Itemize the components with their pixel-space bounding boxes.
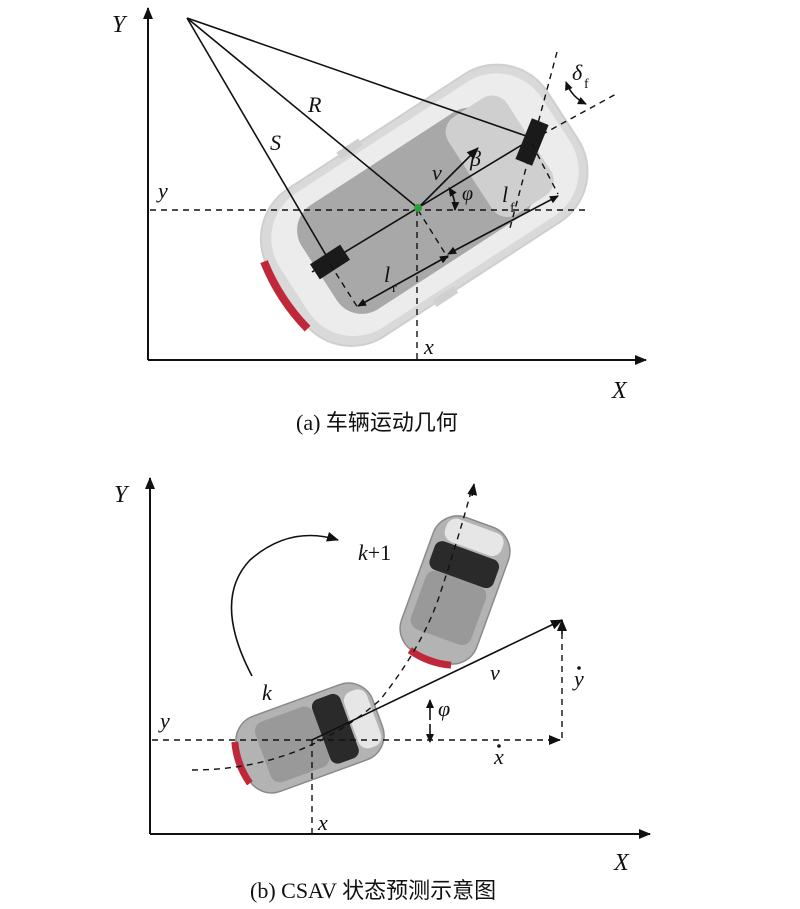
velocity-arrow-a (417, 147, 479, 209)
label-delta-sub: f (584, 77, 589, 92)
trajectory (191, 487, 473, 771)
label-beta: β (469, 146, 481, 171)
car-k (231, 682, 385, 794)
car-k1 (399, 515, 511, 669)
label-phi-b: φ (438, 696, 450, 721)
car-large (259, 63, 589, 347)
label-k1: k+1 (358, 540, 391, 565)
panel-a: Y X y x R S v β φ l f l r δ f (a) 车辆运动几何 (112, 7, 647, 435)
label-delta: δ (572, 60, 583, 85)
label-X-a: X (611, 378, 628, 404)
dim-tick-front (531, 143, 559, 195)
label-y-a: y (156, 178, 168, 203)
line-R (186, 17, 419, 209)
center-of-gravity (414, 204, 422, 212)
label-Y-a: Y (112, 12, 128, 38)
label-v-a: v (432, 160, 442, 185)
label-lr-sub: r (392, 281, 397, 296)
caption-b: (b) CSAV 状态预测示意图 (250, 878, 496, 903)
front-axis-extension (531, 92, 619, 141)
label-phi-a: φ (462, 183, 473, 205)
label-xdot: x (493, 744, 504, 769)
label-X-b: X (613, 850, 630, 876)
label-x-a: x (423, 334, 434, 359)
rear-wheel (310, 244, 350, 280)
label-S: S (270, 130, 281, 155)
panel-b: Y X y x k k+1 v φ x y (b) CSAV 状态预测示意图 (114, 477, 651, 903)
xdot-dot (497, 744, 501, 748)
label-R: R (307, 92, 322, 117)
lf-dimension (447, 195, 559, 255)
delta-arc (565, 81, 587, 105)
velocity-arrow-b (311, 619, 563, 741)
trajectory-arrow (467, 483, 478, 497)
rotation-arc (230, 531, 339, 677)
ydot-dot (577, 666, 581, 670)
front-wheel (515, 118, 549, 166)
label-ydot: y (572, 666, 584, 691)
label-lf: l (502, 182, 508, 207)
label-lr: l (384, 262, 390, 287)
label-lf-sub: f (510, 201, 515, 216)
lr-dimension (357, 255, 449, 307)
label-v-b: v (490, 660, 500, 685)
label-Y-b: Y (114, 482, 130, 508)
caption-a: (a) 车辆运动几何 (296, 410, 458, 435)
label-y-b: y (158, 708, 170, 733)
line-S (186, 17, 331, 263)
dim-tick-rear (329, 263, 359, 309)
dim-tick-mid (417, 209, 449, 259)
label-x-b: x (317, 810, 328, 835)
line-front (186, 17, 533, 139)
label-k: k (262, 680, 273, 705)
